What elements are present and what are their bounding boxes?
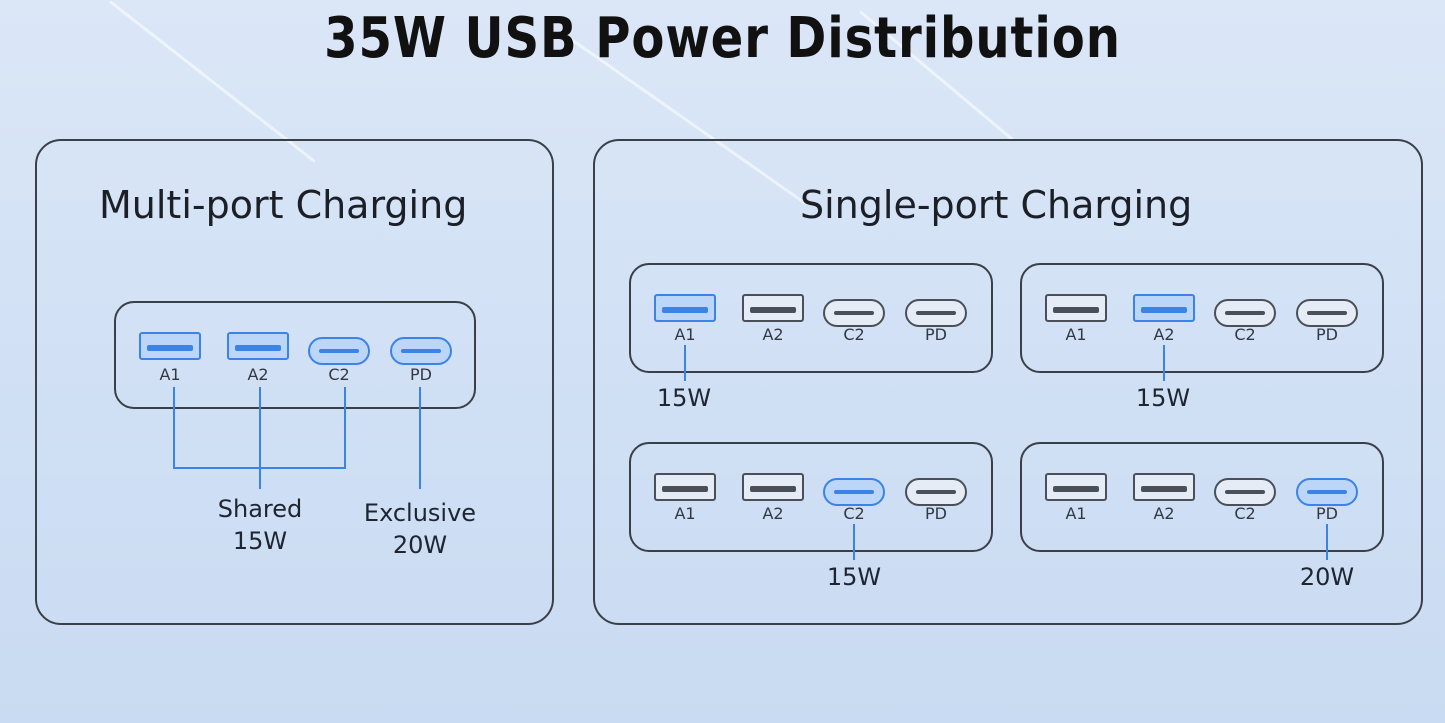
usb-a-port-icon [227,332,289,360]
usb-c-port-icon [905,299,967,327]
port-label: A1 [674,325,696,344]
connector-line [259,387,261,489]
usb-a-port-icon [139,332,201,360]
port-label: PD [925,504,947,523]
single-port-title: Single-port Charging [800,183,1193,227]
port-label: A1 [1065,325,1087,344]
connector-line [344,387,346,469]
port-label: C2 [1234,325,1256,344]
port-label: C2 [843,325,865,344]
connector-line [173,467,346,469]
connector-line [173,387,175,469]
port-label: A1 [159,365,181,384]
usb-c-port-icon [823,478,885,506]
port-label: A2 [247,365,269,384]
port-strip-a1 [629,263,993,373]
connector-line [1326,524,1328,560]
port-strip-c2 [629,442,993,552]
shared-label: Shared [217,495,303,523]
usb-c-port-icon [1296,478,1358,506]
watt-label: 15W [1135,384,1191,412]
page-title: 35W USB Power Distribution [324,6,1121,71]
watt-label: 15W [656,384,712,412]
usb-a-port-icon [654,294,716,322]
port-label: A1 [1065,504,1087,523]
usb-c-port-icon [905,478,967,506]
port-label: A1 [674,504,696,523]
port-label: A2 [762,325,784,344]
usb-c-port-icon [823,299,885,327]
exclusive-label: Exclusive [363,499,477,527]
port-label: PD [925,325,947,344]
port-label: PD [1316,325,1338,344]
usb-c-port-icon [308,337,370,365]
connector-line [684,345,686,381]
usb-a-port-icon [654,473,716,501]
usb-a-port-icon [1045,294,1107,322]
port-label: C2 [1234,504,1256,523]
watt-label: 20W [1299,563,1355,591]
connector-line [1163,345,1165,381]
connector-line [419,387,421,489]
port-strip-pd [1020,442,1384,552]
usb-c-port-icon [390,337,452,365]
multi-port-panel: Multi-port Charging A1 A2 C2 PD Shared 1… [35,139,554,625]
port-label: A2 [1153,504,1175,523]
port-label: A2 [762,504,784,523]
usb-a-port-icon [742,294,804,322]
usb-c-port-icon [1296,299,1358,327]
port-label: PD [1316,504,1338,523]
usb-a-port-icon [1133,294,1195,322]
port-label: C2 [328,365,350,384]
usb-a-port-icon [1133,473,1195,501]
single-port-panel: Single-port Charging [593,139,1423,625]
connector-line [853,524,855,560]
port-label: A2 [1153,325,1175,344]
port-strip-a2 [1020,263,1384,373]
port-strip [114,301,476,409]
port-label: C2 [843,504,865,523]
multi-port-title: Multi-port Charging [99,183,468,227]
watt-label: 15W [826,563,882,591]
usb-c-port-icon [1214,478,1276,506]
usb-a-port-icon [742,473,804,501]
port-label: PD [410,365,432,384]
usb-c-port-icon [1214,299,1276,327]
shared-watt: 15W [232,527,288,555]
usb-a-port-icon [1045,473,1107,501]
exclusive-watt: 20W [392,531,448,559]
